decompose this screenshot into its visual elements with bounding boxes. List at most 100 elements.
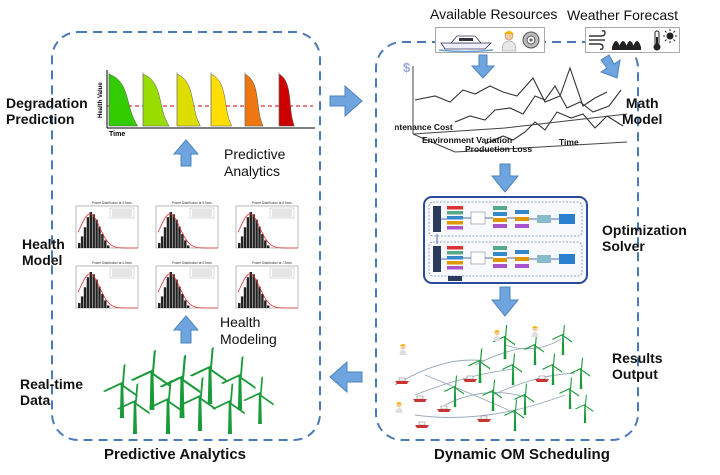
histogram-bar — [95, 279, 98, 308]
arrow-down-optimization — [490, 286, 520, 317]
sun-icon — [663, 29, 677, 43]
histogram-bar — [187, 305, 190, 308]
wind-turbine-icon — [467, 348, 491, 383]
histogram-bar — [240, 236, 244, 248]
wind-turbine-icon — [180, 376, 216, 431]
histogram-panel: Power Distribution at 5.5m/s — [155, 201, 219, 249]
arrow-up-predictive — [172, 139, 200, 167]
currency-symbol: $ — [403, 60, 411, 75]
histogram-panel: Power Distribution at 6.5m/s — [235, 201, 299, 249]
solver-block — [515, 210, 529, 214]
technician-icon — [395, 402, 403, 413]
wind-turbine-icon — [243, 376, 274, 424]
solver-block — [470, 211, 486, 225]
histogram-bar — [258, 286, 261, 308]
histogram-bar — [172, 214, 175, 248]
weather-forecast-label: Weather Forecast — [567, 7, 679, 23]
resources-strip — [435, 27, 545, 53]
histogram-panel: Power Distribution at 4.5m/s — [75, 201, 139, 249]
histogram-bar — [169, 212, 172, 248]
health-model-histograms: Power Distribution at 4.5m/s Power Distri… — [75, 201, 299, 309]
fit-curve — [77, 213, 139, 249]
degradation-curve — [108, 73, 139, 127]
histogram-bar — [92, 274, 95, 308]
solver-block — [493, 218, 507, 222]
histogram-bar — [104, 300, 107, 308]
solver-block — [515, 217, 529, 221]
histogram-bar — [238, 243, 241, 248]
production-loss-label: Production Loss — [465, 144, 532, 154]
histogram-bar — [243, 287, 247, 308]
solver-block — [470, 251, 486, 265]
histogram-bar — [169, 272, 172, 308]
solver-block — [447, 221, 463, 225]
histogram-bar — [98, 286, 101, 308]
histogram-bar — [166, 277, 170, 308]
histogram-bar — [104, 240, 107, 248]
arrow-right-to-left — [329, 360, 363, 394]
histogram-bar — [264, 240, 267, 248]
histogram-bar — [246, 277, 250, 308]
wind-turbine-icon — [574, 394, 594, 423]
wind-turbine-icon — [492, 325, 516, 359]
solver-block — [447, 211, 463, 215]
available-resources-label: Available Resources — [430, 6, 558, 22]
histogram-bar — [261, 233, 264, 248]
fit-curve — [157, 273, 218, 309]
histogram-bar — [178, 286, 181, 308]
histogram-legend — [189, 267, 215, 279]
histogram-bar — [80, 236, 84, 248]
left-panel-title: Predictive Analytics — [104, 446, 247, 463]
degradation-curve — [278, 73, 295, 127]
mini-axis-y: Health Value — [98, 82, 104, 118]
histogram-legend — [269, 207, 295, 219]
histogram-legend — [109, 207, 135, 219]
wind-turbine-icon — [443, 375, 465, 407]
histogram-bar — [166, 217, 170, 248]
route-path — [492, 372, 576, 396]
solver-block — [515, 264, 529, 268]
solver-block — [493, 252, 507, 256]
histogram-bar — [89, 212, 92, 248]
solver-block — [433, 206, 441, 232]
histogram-bar — [175, 279, 178, 308]
arrow-up-health-modeling — [172, 315, 200, 344]
degradation-curve — [244, 73, 264, 127]
wind-farm-illustration — [102, 346, 274, 434]
solver-block — [493, 246, 507, 250]
wind-turbine-icon — [211, 383, 245, 434]
technician-icon — [399, 344, 407, 355]
histogram-bar — [246, 217, 250, 248]
histogram-bar — [175, 219, 178, 248]
solver-block — [447, 266, 463, 270]
maintenance-cost-label: Maintenance Cost — [395, 122, 453, 132]
fit-curve — [77, 273, 138, 309]
boat-icon — [535, 375, 549, 382]
route-path — [424, 374, 516, 414]
histogram-title: Power Distribution at 5.5m/s — [172, 201, 212, 205]
histogram-bar — [86, 217, 90, 248]
histogram-bar — [267, 245, 270, 248]
wind-turbine-icon — [481, 379, 503, 411]
boat-icon — [463, 375, 477, 382]
results-output-map — [394, 325, 594, 431]
histogram-bar — [98, 226, 101, 248]
histogram-legend — [189, 207, 215, 219]
histogram-bar — [163, 287, 167, 308]
arrow-down-math — [490, 163, 520, 193]
histogram-bar — [160, 296, 164, 308]
histogram-bar — [92, 214, 95, 248]
histogram-bar — [172, 274, 175, 308]
solver-block — [515, 250, 529, 254]
degradation-curve — [210, 73, 233, 127]
histogram-bar — [107, 305, 110, 308]
histogram-bar — [255, 219, 258, 248]
histogram-bar — [178, 226, 181, 248]
histogram-bar — [163, 227, 167, 248]
route-path — [474, 347, 536, 366]
